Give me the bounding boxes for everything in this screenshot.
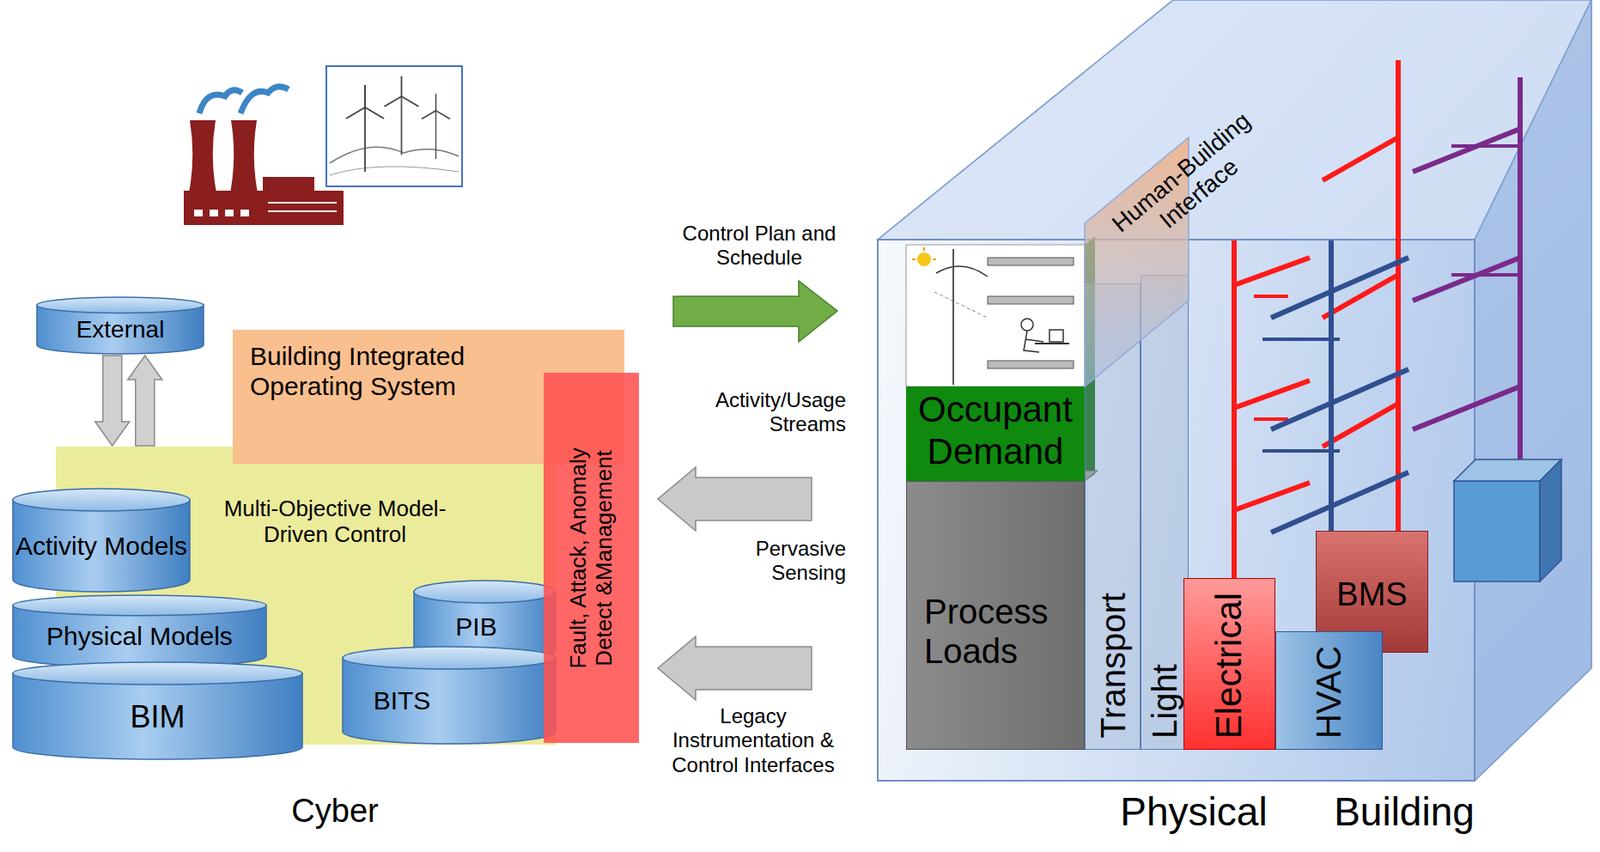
- node-text: Light: [1145, 663, 1184, 739]
- power-plant-icon: [183, 86, 344, 226]
- equipment-box: HVAC: [1275, 631, 1383, 750]
- arrow-shaft: [95, 355, 130, 446]
- double-block-arrow: [95, 355, 163, 446]
- hvac-ducts: [1262, 449, 1340, 453]
- sensing-arrow: [657, 467, 812, 531]
- building-cube: [1474, 0, 1592, 781]
- legacy-interface-arrow: [657, 636, 812, 700]
- node-text: Occupant Demand: [911, 389, 1080, 473]
- cylinder-top: [342, 646, 556, 670]
- node-text: BMS: [1336, 576, 1407, 615]
- node-text: HVAC: [1309, 645, 1348, 739]
- wind-turbine-icon: [421, 93, 451, 159]
- database-cylinder: Activity Models: [12, 487, 191, 593]
- wind-turbine-icon: [329, 146, 459, 164]
- power-plant-icon: [225, 209, 234, 217]
- network-risers: [1412, 257, 1521, 301]
- node-text: Activity Models: [15, 531, 188, 562]
- electrical-pipes: [1322, 137, 1399, 181]
- node-text: External: [76, 316, 165, 344]
- database-cylinder: BIM: [12, 661, 304, 761]
- node-text: Multi-Objective Model-Driven Control: [197, 496, 473, 548]
- network-risers: [1451, 273, 1521, 277]
- process-box: Process Loads: [906, 480, 1085, 750]
- caption-label: Control Plan and Schedule: [656, 221, 863, 271]
- hvac-ducts: [1271, 472, 1409, 533]
- node-text: Transport: [1094, 592, 1132, 739]
- power-plant-icon: [267, 201, 337, 204]
- network-risers: [1412, 386, 1521, 430]
- cylinder-body: [12, 673, 303, 760]
- caption-label: Building: [1314, 788, 1495, 835]
- hvac-ducts: [1271, 257, 1409, 318]
- system-strip: Light: [1140, 274, 1189, 750]
- node-text: Fault, Attack, Anomaly Detect &Managemen…: [565, 420, 618, 696]
- caption-label: Cyber: [249, 791, 421, 831]
- cylinder-top: [12, 595, 267, 616]
- wind-turbine-icon: [384, 76, 420, 156]
- wind-turbine-icon: [326, 66, 463, 187]
- control-plan-arrow: [673, 280, 838, 342]
- detection-band: Fault, Attack, Anomaly Detect &Managemen…: [543, 372, 639, 743]
- node-text: BITS: [373, 686, 432, 717]
- control-plan-arrow: [673, 280, 838, 342]
- arrow-shaft: [127, 355, 163, 446]
- equipment-box: [1539, 459, 1562, 582]
- cylinder-body: [12, 499, 190, 592]
- node-text: PIB: [455, 612, 497, 643]
- electrical-pipes: [1395, 60, 1401, 531]
- electrical-pipes: [1234, 380, 1310, 408]
- wind-turbine-icon: [329, 166, 459, 176]
- caption-label: Physical: [1107, 788, 1280, 835]
- demand-box: Occupant Demand: [906, 244, 1085, 481]
- electrical-pipes: [1253, 417, 1289, 421]
- node-text: BIM: [129, 699, 185, 735]
- electrical-pipes: [1234, 257, 1310, 286]
- wind-turbine-icon: [326, 66, 463, 187]
- cylinder-top: [12, 488, 190, 512]
- electrical-pipes: [1322, 403, 1399, 447]
- power-plant-icon: [199, 90, 243, 114]
- power-plant-icon: [209, 209, 219, 217]
- electrical-pipes: [1234, 482, 1310, 511]
- hvac-ducts: [1271, 369, 1409, 430]
- electrical-pipes: [1231, 240, 1237, 619]
- legacy-interface-arrow: [657, 636, 812, 700]
- cylinder-top: [413, 580, 556, 603]
- database-cylinder: BITS: [341, 645, 557, 745]
- power-plant-icon: [183, 190, 344, 226]
- network-risers: [1412, 128, 1521, 172]
- caption-label: Legacy Instrumentation & Control Interfa…: [650, 704, 857, 778]
- network-risers: [1451, 144, 1521, 148]
- equipment-box: Electrical: [1183, 577, 1276, 750]
- cylinder-top: [12, 662, 303, 685]
- node-text: Process Loads: [924, 591, 1084, 671]
- cylinder-body: [342, 657, 556, 744]
- cylinder-top: [36, 297, 204, 313]
- caption-label: Pervasive Sensing: [687, 536, 846, 586]
- database-cylinder: Physical Models: [12, 594, 268, 669]
- interface-panel: Human-Building Interface: [1084, 137, 1189, 387]
- power-plant-icon: [194, 209, 203, 217]
- network-risers: [1517, 77, 1523, 469]
- hvac-ducts: [1262, 337, 1340, 341]
- wind-turbine-icon: [346, 85, 384, 172]
- building-cube: [877, 0, 1592, 781]
- network-risers: [1412, 77, 1521, 469]
- power-plant-icon: [240, 86, 289, 114]
- database-cylinder: External: [36, 296, 205, 355]
- node-text: Building Integrated Operating System: [249, 341, 542, 402]
- building-cube: [877, 0, 1592, 781]
- equipment-box: [1453, 459, 1562, 582]
- sensing-arrow: [657, 467, 812, 531]
- electrical-pipes: [1253, 294, 1289, 299]
- node-text: Physical Models: [46, 621, 233, 652]
- caption-label: Activity/Usage Streams: [652, 388, 846, 438]
- node-text: Electrical: [1209, 592, 1249, 739]
- power-plant-icon: [240, 209, 250, 217]
- building-cube: [877, 239, 1475, 781]
- power-plant-icon: [267, 210, 337, 213]
- equipment-box: [1453, 480, 1540, 582]
- power-plant-icon: [262, 176, 315, 193]
